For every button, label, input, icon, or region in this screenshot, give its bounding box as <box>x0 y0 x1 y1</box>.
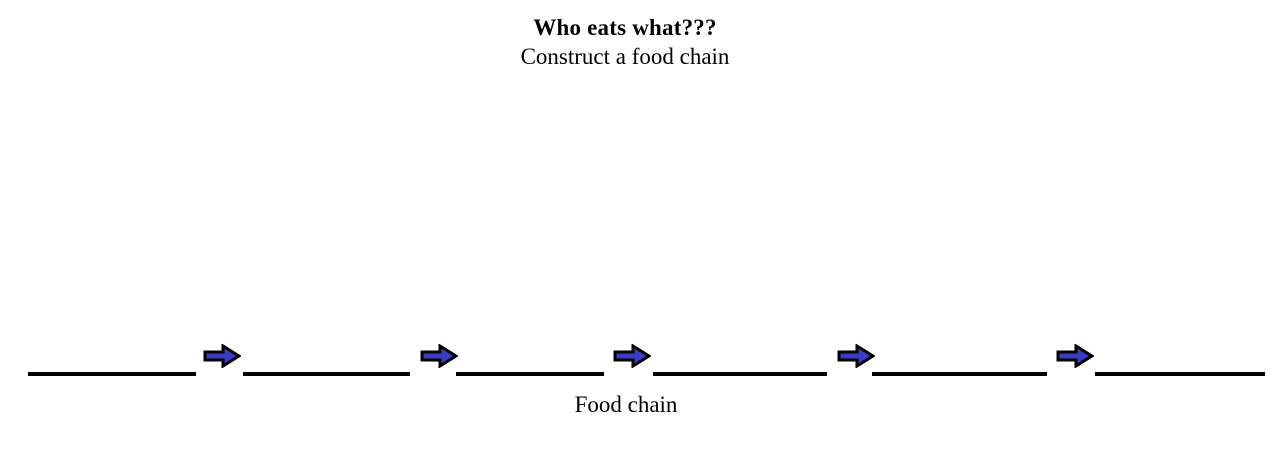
food-chain-blank-3[interactable] <box>456 372 604 376</box>
food-chain-caption: Food chain <box>574 392 678 417</box>
food-chain-blank-5[interactable] <box>872 372 1047 376</box>
right-arrow-icon <box>837 344 875 368</box>
food-chain-blank-2[interactable] <box>243 372 410 376</box>
food-chain-blank-4[interactable] <box>653 372 827 376</box>
right-arrow-icon <box>420 344 458 368</box>
right-arrow-icon <box>1056 344 1094 368</box>
right-arrow-icon <box>613 344 651 368</box>
worksheet-heading: Who eats what??? Construct a food chain <box>0 14 1250 72</box>
food-chain-strip <box>0 336 1283 384</box>
right-arrow-icon <box>203 344 241 368</box>
food-chain-blank-6[interactable] <box>1095 372 1265 376</box>
food-chain-blank-1[interactable] <box>28 372 196 376</box>
page-title: Who eats what??? <box>533 15 717 40</box>
page-subtitle: Construct a food chain <box>520 44 730 69</box>
